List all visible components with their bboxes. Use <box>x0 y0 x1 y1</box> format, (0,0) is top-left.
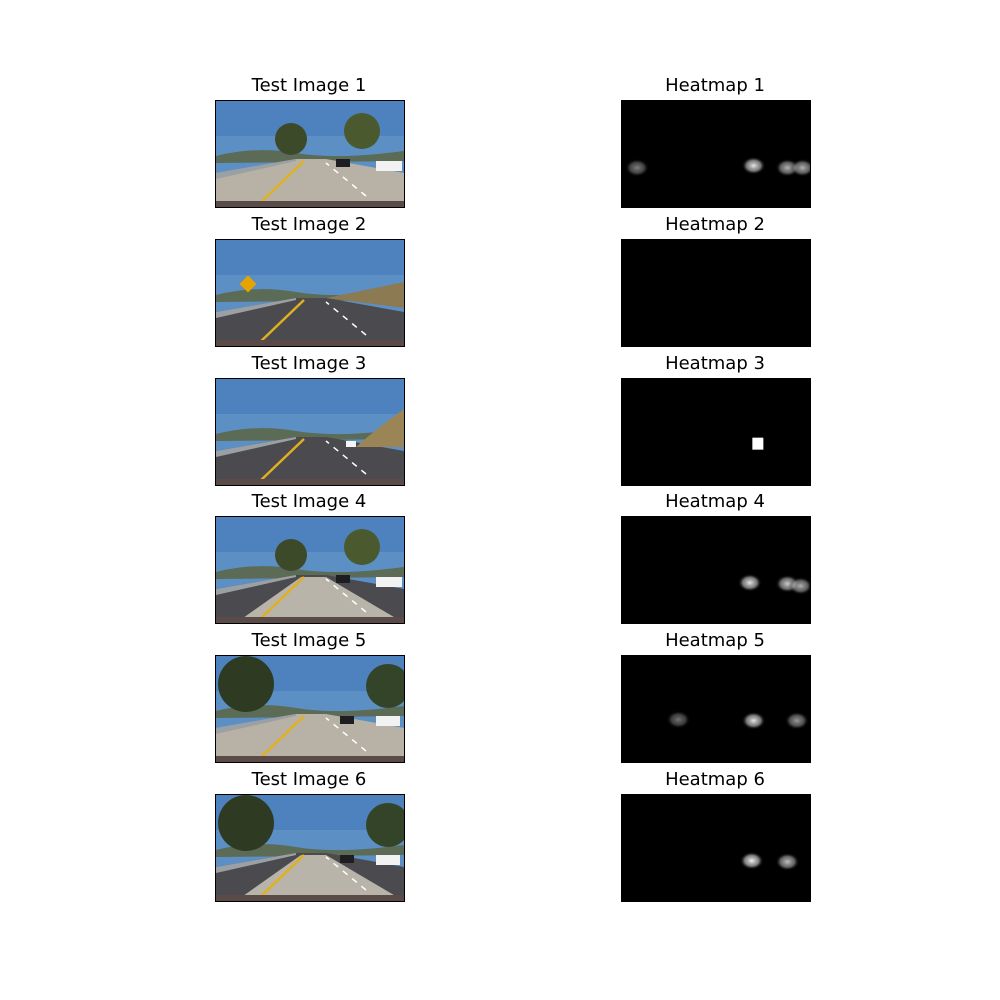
heatmap <box>621 238 811 347</box>
heatmap-background <box>622 378 810 485</box>
test-image <box>215 100 405 208</box>
heatmap <box>621 794 811 902</box>
hills <box>216 150 404 163</box>
test-image-title: Test Image 1 <box>251 75 367 96</box>
test-image <box>215 794 405 902</box>
car <box>346 440 356 447</box>
heat-blob <box>784 711 809 730</box>
test-image <box>215 655 405 764</box>
lane-line <box>257 854 305 900</box>
car <box>336 575 350 584</box>
test-image-title: Test Image 3 <box>251 352 367 374</box>
tree <box>366 664 404 709</box>
heat-blob <box>775 852 800 871</box>
hillside <box>326 281 404 308</box>
hillside <box>356 408 404 447</box>
heat-blob <box>741 156 766 175</box>
car <box>340 716 354 725</box>
heat-blob <box>666 710 691 729</box>
car <box>336 159 350 167</box>
tree <box>344 529 380 566</box>
heatmap <box>621 516 811 625</box>
car <box>376 716 400 727</box>
heatmap-background <box>622 239 810 346</box>
road <box>216 159 404 207</box>
heat-blob <box>790 158 810 177</box>
car <box>376 577 402 588</box>
heat-blob <box>741 711 766 730</box>
lane-line <box>257 298 305 345</box>
tree <box>344 113 380 149</box>
test-image-title: Test Image 5 <box>251 630 367 652</box>
heatmap-background <box>622 795 810 901</box>
heatmap-title: Heatmap 5 <box>665 630 765 652</box>
lane-line <box>257 160 305 206</box>
test-image <box>215 377 405 486</box>
heat-blob <box>752 437 764 450</box>
heatmap-title: Heatmap 1 <box>665 75 765 96</box>
test-image-title: Test Image 4 <box>251 491 367 513</box>
heat-blob <box>739 851 764 870</box>
car <box>340 855 354 863</box>
test-image-title: Test Image 6 <box>251 769 367 790</box>
heatmap-title: Heatmap 3 <box>665 352 765 374</box>
hills <box>216 844 404 857</box>
heatmap-background <box>622 517 810 624</box>
heatmap-title: Heatmap 6 <box>665 769 765 790</box>
hills <box>216 566 404 580</box>
test-image-title: Test Image 2 <box>251 213 367 235</box>
heatmap-title: Heatmap 4 <box>665 491 765 513</box>
test-image <box>215 238 405 347</box>
tree <box>275 539 307 572</box>
test-image <box>215 516 405 625</box>
tree <box>218 656 274 713</box>
road <box>216 297 404 346</box>
road <box>216 436 404 485</box>
tree <box>366 803 404 847</box>
heat-blob <box>788 577 810 596</box>
hills <box>216 705 404 719</box>
heatmap <box>621 377 811 486</box>
lane-line <box>257 576 305 623</box>
heatmap-title: Heatmap 2 <box>665 213 765 235</box>
heat-blob <box>625 158 650 177</box>
heatmap-background <box>622 101 810 207</box>
hills <box>216 427 404 441</box>
heatmap <box>621 655 811 764</box>
car <box>376 855 400 865</box>
heatmap-background <box>622 656 810 763</box>
heatmap <box>621 100 811 208</box>
lane-line <box>257 437 305 484</box>
road <box>216 714 404 763</box>
heat-blob <box>737 574 762 593</box>
lane-line <box>257 715 305 762</box>
car <box>376 161 402 171</box>
tree <box>218 795 274 851</box>
tree <box>275 123 307 155</box>
